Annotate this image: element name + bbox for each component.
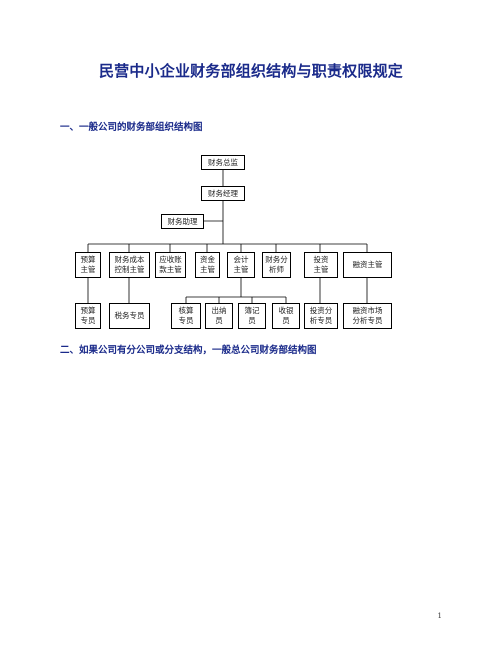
org-node-investment-analyst: 投资分 析专员 <box>304 303 338 329</box>
org-node-budget-supervisor: 预算 主管 <box>75 252 101 278</box>
document-title: 民营中小企业财务部组织结构与职责权限规定 <box>98 62 403 80</box>
org-node-cashier: 出纳 员 <box>205 303 233 329</box>
org-node-fund-supervisor: 资金 主管 <box>195 252 220 278</box>
org-node-tax-specialist: 税务专员 <box>109 303 150 329</box>
org-node-accounting-supervisor: 会计 主管 <box>227 252 255 278</box>
org-node-cost-control-supervisor: 财务成本 控制主管 <box>109 252 150 278</box>
org-node-accounting-specialist: 核算 专员 <box>171 303 201 329</box>
org-node-receivables-supervisor: 应收账 款主管 <box>155 252 186 278</box>
org-node-finance-director: 财务总监 <box>201 155 245 170</box>
org-node-till-clerk: 收银 员 <box>272 303 300 329</box>
section-heading-branch: 二、如果公司有分公司或分支结构，一般总公司财务部结构图 <box>60 345 317 356</box>
org-node-finance-assistant: 财务助理 <box>161 214 204 229</box>
org-node-finance-manager: 财务经理 <box>201 186 245 201</box>
page-number: 1 <box>437 612 442 620</box>
org-node-financing-market-analyst: 融资市场 分析专员 <box>343 303 392 329</box>
section-heading-general: 一、一般公司的财务部组织结构图 <box>60 122 203 133</box>
org-node-budget-specialist: 预算 专员 <box>75 303 101 329</box>
org-node-financing-supervisor: 融资主管 <box>343 252 392 278</box>
org-node-investment-supervisor: 投资 主管 <box>304 252 338 278</box>
org-node-bookkeeper: 簿记 员 <box>238 303 266 329</box>
org-node-financial-analyst: 财务分 析师 <box>262 252 291 278</box>
